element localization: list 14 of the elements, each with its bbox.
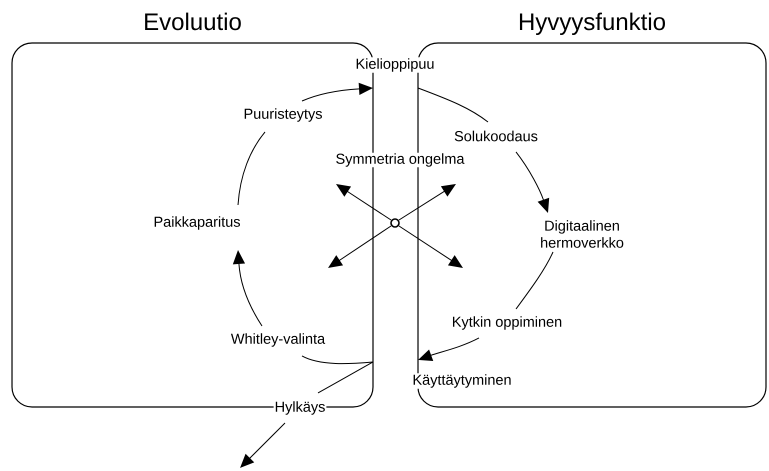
arrow: [240, 422, 286, 468]
step-label: Solukoodaus: [454, 130, 538, 142]
step-label: Käyttäytyminen: [411, 373, 513, 389]
step-label: Digitaalinen hermoverkko: [541, 220, 624, 248]
panel-title: Evoluutio: [145, 12, 241, 30]
step-label: Whitley-valinta: [230, 333, 326, 347]
panel-title: Hyvyysfunktio: [520, 12, 665, 35]
step-label: Paikkaparitus: [154, 216, 240, 230]
step-label: Puuristeytys: [244, 108, 322, 122]
step-label: Hylkäys: [274, 400, 326, 416]
step-label: Kielioppipuu: [354, 57, 436, 73]
step-label: Kytkin oppiminen: [452, 316, 562, 330]
center-label: Symmetria ongelma: [335, 152, 465, 168]
small-circle: [390, 218, 400, 228]
